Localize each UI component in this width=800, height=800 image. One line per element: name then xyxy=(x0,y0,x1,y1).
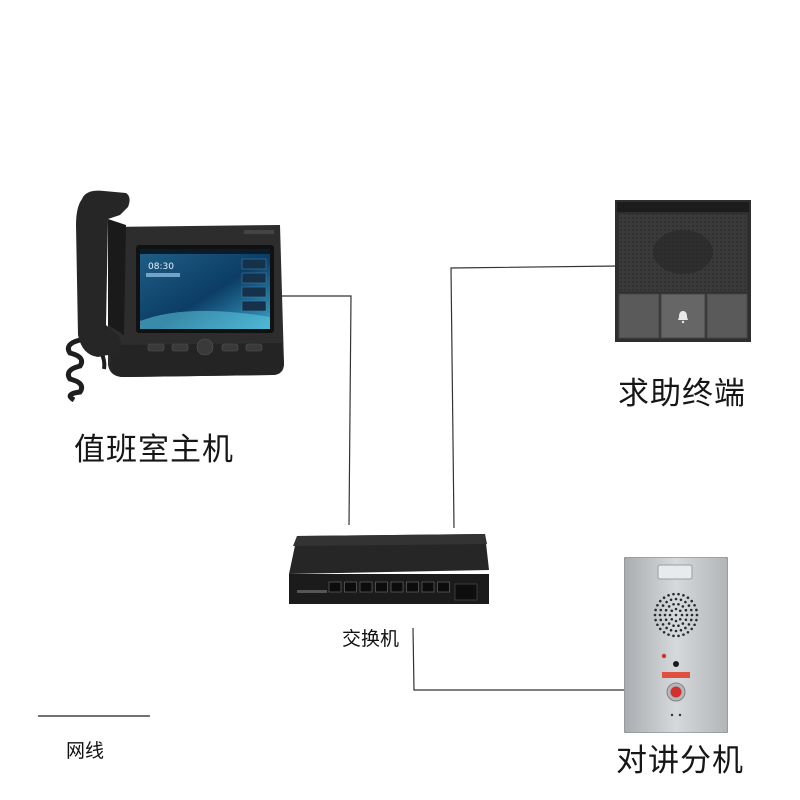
screen-clock: 08:30 xyxy=(148,262,174,272)
side-panel-left xyxy=(618,293,660,339)
indicator-light xyxy=(673,661,679,667)
side-panel-right xyxy=(706,293,748,339)
switch-ports xyxy=(328,581,450,593)
phone-icon xyxy=(661,653,667,659)
switch-port xyxy=(328,581,342,593)
switch-port xyxy=(437,581,450,593)
host-label: 值班室主机 xyxy=(74,432,234,468)
call-button[interactable] xyxy=(670,686,682,698)
switch-port xyxy=(359,581,373,593)
host-keypad xyxy=(147,338,263,356)
help-terminal-device xyxy=(615,200,751,342)
switch-port xyxy=(344,581,357,593)
help-button xyxy=(660,293,706,339)
switch-port xyxy=(375,581,388,593)
help-terminal-label: 求助终端 xyxy=(618,376,746,412)
intercom-speaker-grille xyxy=(653,592,699,638)
switch-port xyxy=(421,581,435,593)
host-phone-device: 08:30 xyxy=(65,190,284,403)
handset xyxy=(76,190,130,357)
camera-window xyxy=(657,564,693,580)
intercom-label: 对讲分机 xyxy=(616,743,744,779)
switch-port xyxy=(390,581,404,593)
intercom-device xyxy=(624,557,728,733)
uplink-port xyxy=(454,583,478,601)
switch-device xyxy=(289,534,489,604)
legend-cable-label: 网线 xyxy=(66,740,105,762)
cable-switch-to-help-terminal xyxy=(450,265,620,529)
switch-port xyxy=(406,581,419,593)
cable-switch-to-intercom xyxy=(412,627,627,691)
call-label-plate xyxy=(662,672,690,678)
cable-host-to-switch xyxy=(279,295,352,526)
bell-icon xyxy=(678,311,688,324)
switch-label: 交换机 xyxy=(342,628,400,650)
